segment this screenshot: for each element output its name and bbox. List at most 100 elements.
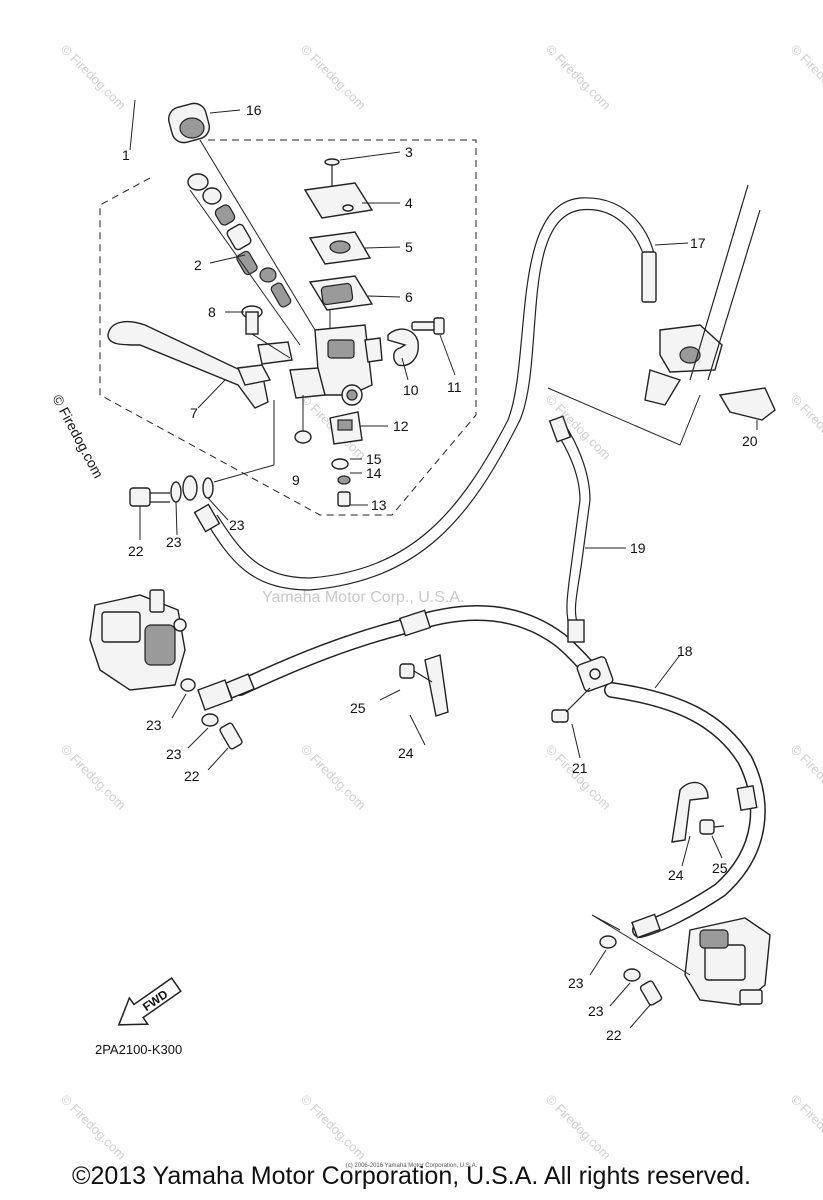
hose-fitting: [398, 609, 432, 637]
lever-boot: [167, 102, 211, 144]
svg-text:© Firedog.com: © Firedog.com: [788, 742, 823, 813]
callout-leaders: [129, 99, 758, 1029]
piston-kit: [187, 173, 292, 308]
callout-23-upper-a: 23: [166, 534, 182, 550]
upper-brake-hose: [204, 197, 656, 591]
union-bolt-right: [639, 980, 663, 1006]
metal-brake-line: [554, 424, 591, 629]
hose-fitting: [736, 784, 758, 812]
copper-washer: [623, 968, 641, 982]
callout-24b: 24: [668, 867, 684, 883]
brake-light-switch: [329, 411, 363, 445]
front-brake-switch-assembly: [641, 251, 723, 406]
joint-bolt: [551, 687, 591, 723]
left-hose: [232, 605, 603, 696]
cover-screw: [324, 158, 340, 190]
callout-23-right-a: 23: [568, 975, 584, 991]
reservoir-cover: [303, 182, 374, 219]
boot-guide-line: [199, 139, 316, 331]
copper-washer: [170, 481, 182, 503]
callout-13: 13: [371, 497, 387, 513]
callout-21: 21: [572, 760, 588, 776]
hose-fitting: [567, 619, 585, 643]
callout-4: 4: [405, 195, 413, 211]
callout-25a: 25: [350, 700, 366, 716]
callout-7: 7: [190, 405, 198, 421]
svg-text:© Firedog.com: © Firedog.com: [49, 392, 106, 481]
copper-washer: [202, 477, 214, 499]
svg-text:© Firedog.com: © Firedog.com: [58, 1092, 129, 1163]
bracket-bolt: [699, 819, 725, 835]
callout-18: 18: [677, 643, 693, 659]
hose-fitting: [548, 415, 572, 443]
callout-23-left-a: 23: [146, 717, 162, 733]
callout-9: 9: [292, 472, 300, 488]
callout-14: 14: [366, 465, 382, 481]
hose-fitting: [631, 913, 661, 939]
callout-22-left: 22: [184, 768, 200, 784]
svg-text:© Firedog.com: © Firedog.com: [788, 42, 823, 113]
svg-text:© Firedog.com: © Firedog.com: [58, 42, 129, 113]
master-cylinder-assembly-outline: [99, 139, 477, 516]
callout-2: 2: [194, 257, 202, 273]
callout-22-right: 22: [606, 1027, 622, 1043]
callout-17: 17: [690, 235, 706, 251]
svg-text:© Firedog.com: © Firedog.com: [543, 1092, 614, 1163]
svg-text:© Firedog.com: © Firedog.com: [298, 1092, 369, 1163]
svg-text:© Firedog.com: © Firedog.com: [543, 42, 614, 113]
callout-6: 6: [405, 289, 413, 305]
brake-hose-joint: [576, 656, 614, 692]
svg-text:© Firedog.com: © Firedog.com: [298, 42, 369, 113]
banjo-fitting: [182, 475, 198, 501]
copper-washer: [201, 713, 219, 727]
caliper-guide-line: [591, 914, 691, 976]
callout-5: 5: [405, 239, 413, 255]
copyright-notice: ©2013 Yamaha Motor Corporation, U.S.A. A…: [72, 1162, 751, 1190]
diagram-reference-code: 2PA2100-K300: [95, 1042, 183, 1057]
bracket-bolt: [399, 663, 433, 683]
callout-12: 12: [393, 418, 409, 434]
piston-guide-line: [189, 189, 301, 346]
small-copyright-note: (c) 2006-2016 Yamaha Motor Corporation, …: [345, 1163, 478, 1169]
switch-guide-line: [547, 387, 701, 446]
holder-bolt: [411, 317, 445, 335]
callout-3: 3: [405, 144, 413, 160]
banjo-fitting: [197, 679, 233, 711]
callout-1: 1: [122, 147, 130, 163]
callout-labels: 16 1 3 4 5 6 2 8 7 10 11 9 12 15 14 13 1…: [122, 102, 758, 1043]
forward-direction-arrow: FWD: [117, 977, 182, 1026]
callout-20: 20: [742, 433, 758, 449]
left-watermark: © Firedog.com: [49, 392, 106, 481]
callout-25b: 25: [712, 860, 728, 876]
master-cylinder-body: [289, 324, 383, 406]
union-bolt-left: [219, 722, 243, 750]
spring-washer: [337, 475, 351, 485]
svg-text:© Firedog.com: © Firedog.com: [788, 392, 823, 463]
callout-10: 10: [403, 382, 419, 398]
center-watermark: Yamaha Motor Corp., U.S.A.: [262, 589, 464, 606]
hose-holder-bracket: [424, 654, 449, 717]
callout-24a: 24: [398, 745, 414, 761]
callout-19: 19: [630, 540, 646, 556]
svg-text:© Firedog.com: © Firedog.com: [58, 742, 129, 813]
washer: [331, 458, 349, 470]
hose-clip: [718, 387, 776, 421]
callout-15: 15: [366, 451, 382, 467]
right-brake-caliper: [684, 917, 771, 1006]
svg-text:© Firedog.com: © Firedog.com: [298, 742, 369, 813]
lever-pivot-nut: [294, 395, 312, 444]
right-hose: [604, 682, 766, 938]
lever-pivot-bolt: [241, 305, 291, 359]
callout-11: 11: [447, 379, 462, 395]
union-bolt-upper: [129, 487, 170, 507]
brake-lever: [107, 320, 293, 409]
master-cylinder-holder: [387, 328, 419, 367]
fork-tube-line: [707, 209, 761, 381]
hose-fitting: [193, 503, 221, 533]
switch-screw: [337, 491, 351, 507]
svg-text:© Firedog.com: © Firedog.com: [788, 1092, 823, 1163]
callout-23-left-b: 23: [166, 746, 182, 762]
callout-22-upper: 22: [128, 543, 144, 559]
fork-tube-line: [689, 184, 749, 381]
